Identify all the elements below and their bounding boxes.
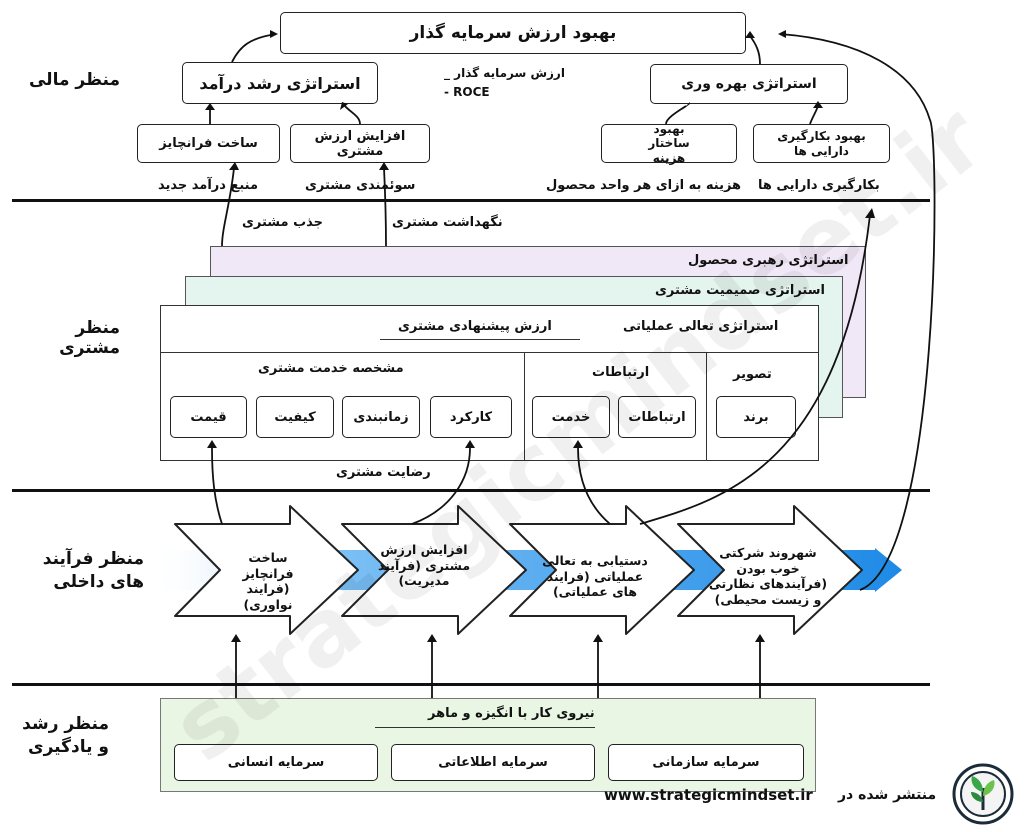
image-brand-label: برند (743, 409, 769, 425)
capital-human-box: سرمایه انسانی (174, 744, 378, 781)
satisfaction-label: رضایت مشتری (336, 465, 431, 480)
customer-value-box: افزایش ارزش مشتری (290, 124, 430, 163)
customer-profitability-label: سوئمندی مشتری (305, 178, 416, 193)
brand-logo-icon (952, 763, 1014, 825)
asset-utilization-box: بهبود بکارگیری دارایی ها (753, 124, 890, 163)
capital-organization-label: سرمایه سازمانی (652, 755, 760, 770)
separator-customer-internal (12, 489, 930, 492)
perspective-internal: منظر فرآیند های داخلی (42, 549, 144, 592)
relations-header: ارتباطات (592, 365, 650, 380)
cost-structure-box: بهبود ساختار هزینه (601, 121, 737, 165)
relation-communication-label: ارتباطات (628, 409, 686, 425)
franchise-label: ساخت فرانچایز (159, 136, 258, 151)
footer-url-link[interactable]: www.strategicmindset.ir (604, 786, 813, 804)
capital-information-box: سرمایه اطلاعاتی (391, 744, 595, 781)
productivity-strategy-box: استراتژی بهره وری (650, 64, 848, 104)
unit-cost-label: هزینه به ازای هر واحد محصول (546, 178, 742, 193)
footer-published-label: منتشر شده در (838, 787, 937, 803)
image-brand-box: برند (716, 396, 796, 438)
operational-excellence-title: استراتژی تعالی عملیاتی (623, 319, 779, 334)
connector-arrows (209, 33, 936, 698)
growth-strategy-label: استراتژی رشد درآمد (199, 73, 361, 93)
capital-information-label: سرمایه اطلاعاتی (438, 755, 548, 770)
process-3-label: دستیابی به تعالی عملیاتی (فرایند های عمل… (542, 553, 648, 600)
customer-value-label: افزایش ارزش مشتری (314, 128, 406, 159)
perspective-customer: منظر مشتری (59, 318, 120, 358)
cost-structure-label: بهبود ساختار هزینه (648, 121, 690, 165)
attribute-price-box: قیمت (170, 396, 247, 438)
top-goal-label: بهبود ارزش سرمایه گذار (409, 23, 617, 43)
franchise-box: ساخت فرانچایز (137, 124, 280, 163)
process-chevron-3 (509, 505, 695, 635)
attributes-header: مشخصه خدمت مشتری (258, 361, 404, 376)
productivity-strategy-label: استراتژی بهره وری (681, 76, 817, 92)
customer-intimacy-title: استراتژی صمیمیت مشتری (655, 283, 825, 298)
process-2-label: افزایش ارزش مشتری (فرآیند مدیریت) (377, 542, 471, 589)
attribute-price-label: قیمت (190, 409, 227, 425)
value-proposition-underline (380, 339, 580, 340)
separator-internal-learning (12, 683, 930, 686)
process-4-label: شهروند شرکتی خوب بودن (فرآیندهای نظارتی … (708, 545, 828, 607)
workforce-underline (375, 727, 595, 728)
acquisition-label: جذب مشتری (242, 215, 324, 230)
perspective-learning: منظر رشد و یادگیری (22, 714, 109, 757)
attribute-function-box: کارکرد (430, 396, 512, 438)
process-chevron-4 (677, 505, 863, 635)
customer-inner-divider-h (160, 352, 819, 353)
attribute-time-box: زمانبندی (342, 396, 420, 438)
retention-label: نگهداشت مشتری (392, 215, 503, 230)
attribute-function-label: کارکرد (449, 409, 493, 425)
attribute-quality-label: کیفیت (274, 409, 316, 425)
perspective-financial: منظر مالی (28, 70, 120, 90)
separator-financial-customer (12, 199, 930, 202)
asset-use-label: بکارگیری دارایی ها (758, 178, 880, 193)
asset-utilization-label: بهبود بکارگیری دارایی ها (777, 129, 866, 158)
investor-value-line-1: ارزش سرمایه گذار _ (444, 66, 565, 80)
arrowheads (205, 30, 875, 642)
relation-communication-box: ارتباطات (618, 396, 696, 438)
investor-value-line-2: - ROCE (444, 85, 490, 99)
process-chevron-1 (174, 505, 359, 635)
relation-service-box: خدمت (532, 396, 610, 438)
customer-inner-divider-v1 (524, 352, 525, 461)
image-header: تصویر (733, 367, 772, 382)
capital-organization-box: سرمایه سازمانی (608, 744, 804, 781)
workforce-label: نیروی کار با انگیزه و ماهر (428, 706, 595, 721)
product-leadership-title: استراتژی رهبری محصول (688, 253, 849, 268)
attribute-quality-box: کیفیت (256, 396, 334, 438)
relation-service-label: خدمت (551, 409, 591, 425)
attribute-time-label: زمانبندی (353, 409, 409, 425)
growth-strategy-box: استراتژی رشد درآمد (182, 62, 378, 104)
capital-human-label: سرمایه انسانی (227, 755, 325, 770)
process-chevron-2 (341, 505, 527, 635)
value-proposition-title: ارزش پیشنهادی مشتری (398, 319, 552, 334)
customer-inner-divider-v2 (706, 352, 707, 461)
top-goal-box: بهبود ارزش سرمایه گذار (280, 12, 746, 54)
process-1-label: ساخت فرانچایز (فرایند نواوری) (242, 550, 294, 612)
